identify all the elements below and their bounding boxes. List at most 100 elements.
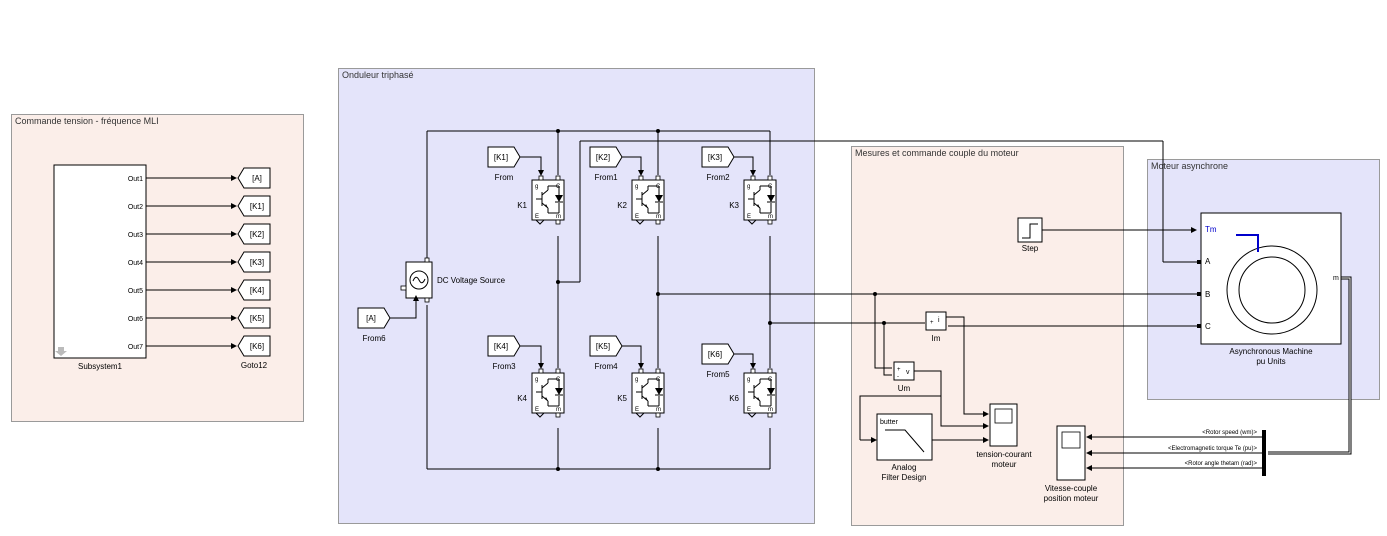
from-name: From6 <box>362 334 386 343</box>
goto-block[interactable] <box>237 251 271 273</box>
igbt-emitter-port-label: E <box>535 214 539 220</box>
from-name: From2 <box>706 173 730 182</box>
igbt-emitter-port-label: E <box>747 407 751 413</box>
goto-block[interactable] <box>237 195 271 217</box>
from-block[interactable] <box>701 343 735 365</box>
igbt-label: K4 <box>517 394 527 403</box>
igbt-gate-port-label: g <box>747 377 750 383</box>
scope1-label-line2: moteur <box>992 460 1017 469</box>
goto-block[interactable] <box>237 335 271 357</box>
machine-label-line2: pu Units <box>1256 357 1285 366</box>
machine-port-tm: Tm <box>1205 225 1217 234</box>
filter-butter-label: butter <box>880 419 899 426</box>
goto-tag: [K4] <box>250 286 264 295</box>
scope2-label-line1: Vitesse-couple <box>1045 484 1098 493</box>
step-icon <box>1022 223 1038 239</box>
from-block[interactable] <box>589 146 623 168</box>
filter-label-line1: Analog <box>892 463 917 472</box>
igbt-label: K3 <box>729 201 739 210</box>
machine-port-m: m <box>1333 275 1339 282</box>
bus-selector-block[interactable] <box>1262 430 1266 476</box>
filter-label-line2: Filter Design <box>882 473 927 482</box>
inverter-power-wiring <box>426 130 1198 470</box>
goto-block[interactable] <box>237 307 271 329</box>
goto-block[interactable] <box>237 223 271 245</box>
subsystem-port-label: Out7 <box>128 344 143 351</box>
goto-block[interactable] <box>237 279 271 301</box>
igbt-gate-port-label: g <box>635 184 638 190</box>
igbt-collector-port-label: C <box>656 377 661 383</box>
from-name: From5 <box>706 370 730 379</box>
subsystem1-block[interactable] <box>53 164 147 359</box>
um-port-label: v <box>906 369 910 376</box>
from-block[interactable] <box>589 335 623 357</box>
from-block[interactable] <box>487 146 521 168</box>
subsystem-port-label: Out4 <box>128 260 143 267</box>
igbt-gate-port-label: g <box>635 377 638 383</box>
goto-tag: [K5] <box>250 314 264 323</box>
subsystem1-label: Subsystem1 <box>78 362 123 371</box>
from-tag: [K6] <box>708 350 722 359</box>
machine-port-b: B <box>1205 290 1210 299</box>
bus-signal-rotor-speed: <Rotor speed (wm)> <box>1202 430 1257 436</box>
igbt-emitter-port-label: E <box>635 214 639 220</box>
machine-label-line1: Asynchronous Machine <box>1229 347 1313 356</box>
im-port-label: i <box>938 317 940 324</box>
dc-voltage-source-block[interactable] <box>400 257 433 303</box>
machine-port-c: C <box>1205 322 1211 331</box>
um-plus-label: + <box>897 367 901 373</box>
subsystem-port-label: Out6 <box>128 316 143 323</box>
machine-stator-icon <box>1226 245 1318 335</box>
machine-port-a: A <box>1205 257 1211 266</box>
machine-tm-indicator <box>1236 234 1259 252</box>
from-block[interactable] <box>487 335 521 357</box>
subsystem-port-label: Out5 <box>128 288 143 295</box>
scope2-screen-icon <box>1061 431 1081 449</box>
from-name: From1 <box>594 173 618 182</box>
igbt-m-port-label: m <box>556 214 561 220</box>
bus-signal-rotor-angle: <Rotor angle thetam (rad)> <box>1185 461 1258 467</box>
subsystem-port-label: Out3 <box>128 232 143 239</box>
from-tag: [A] <box>366 314 376 323</box>
igbt-label: K6 <box>729 394 739 403</box>
goto-block[interactable] <box>237 167 271 189</box>
subsystem-port-label: Out2 <box>128 204 143 211</box>
from-tag: [K1] <box>494 153 508 162</box>
igbt-collector-port-label: C <box>768 377 773 383</box>
igbt-gate-port-label: g <box>535 184 538 190</box>
igbt-collector-port-label: C <box>556 184 561 190</box>
scope-screen-icon <box>994 408 1013 424</box>
filter-curve-icon <box>885 429 925 453</box>
im-plus-label: + <box>930 320 934 326</box>
igbt-label: K2 <box>617 201 627 210</box>
igbt-collector-port-label: C <box>768 184 773 190</box>
igbt-emitter-port-label: E <box>747 214 751 220</box>
goto-tag: [K3] <box>250 258 264 267</box>
goto-tag: [K6] <box>250 342 264 351</box>
dc-voltage-source-label: DC Voltage Source <box>437 276 506 285</box>
from-tag: [K3] <box>708 153 722 162</box>
from-block[interactable] <box>701 146 735 168</box>
bus-signal-torque: <Electromagnetic torque Te (pu)> <box>1168 446 1257 452</box>
igbt-m-port-label: m <box>656 407 661 413</box>
igbt-collector-port-label: C <box>656 184 661 190</box>
im-current-measurement-block[interactable] <box>925 311 947 331</box>
subsystem-port-label: Out1 <box>128 176 143 183</box>
analog-filter-block[interactable] <box>876 413 933 461</box>
from-name: From3 <box>492 362 516 371</box>
asynchronous-machine-block[interactable] <box>1200 212 1342 345</box>
area-title-mesures: Mesures et commande couple du moteur <box>855 148 1019 158</box>
igbt-m-port-label: m <box>556 407 561 413</box>
from-name: From <box>495 173 514 182</box>
goto-tag: [K1] <box>250 202 264 211</box>
scope2-label-line2: position moteur <box>1044 494 1099 503</box>
area-title-moteur: Moteur asynchrone <box>1151 161 1229 171</box>
from-block[interactable] <box>357 307 391 329</box>
